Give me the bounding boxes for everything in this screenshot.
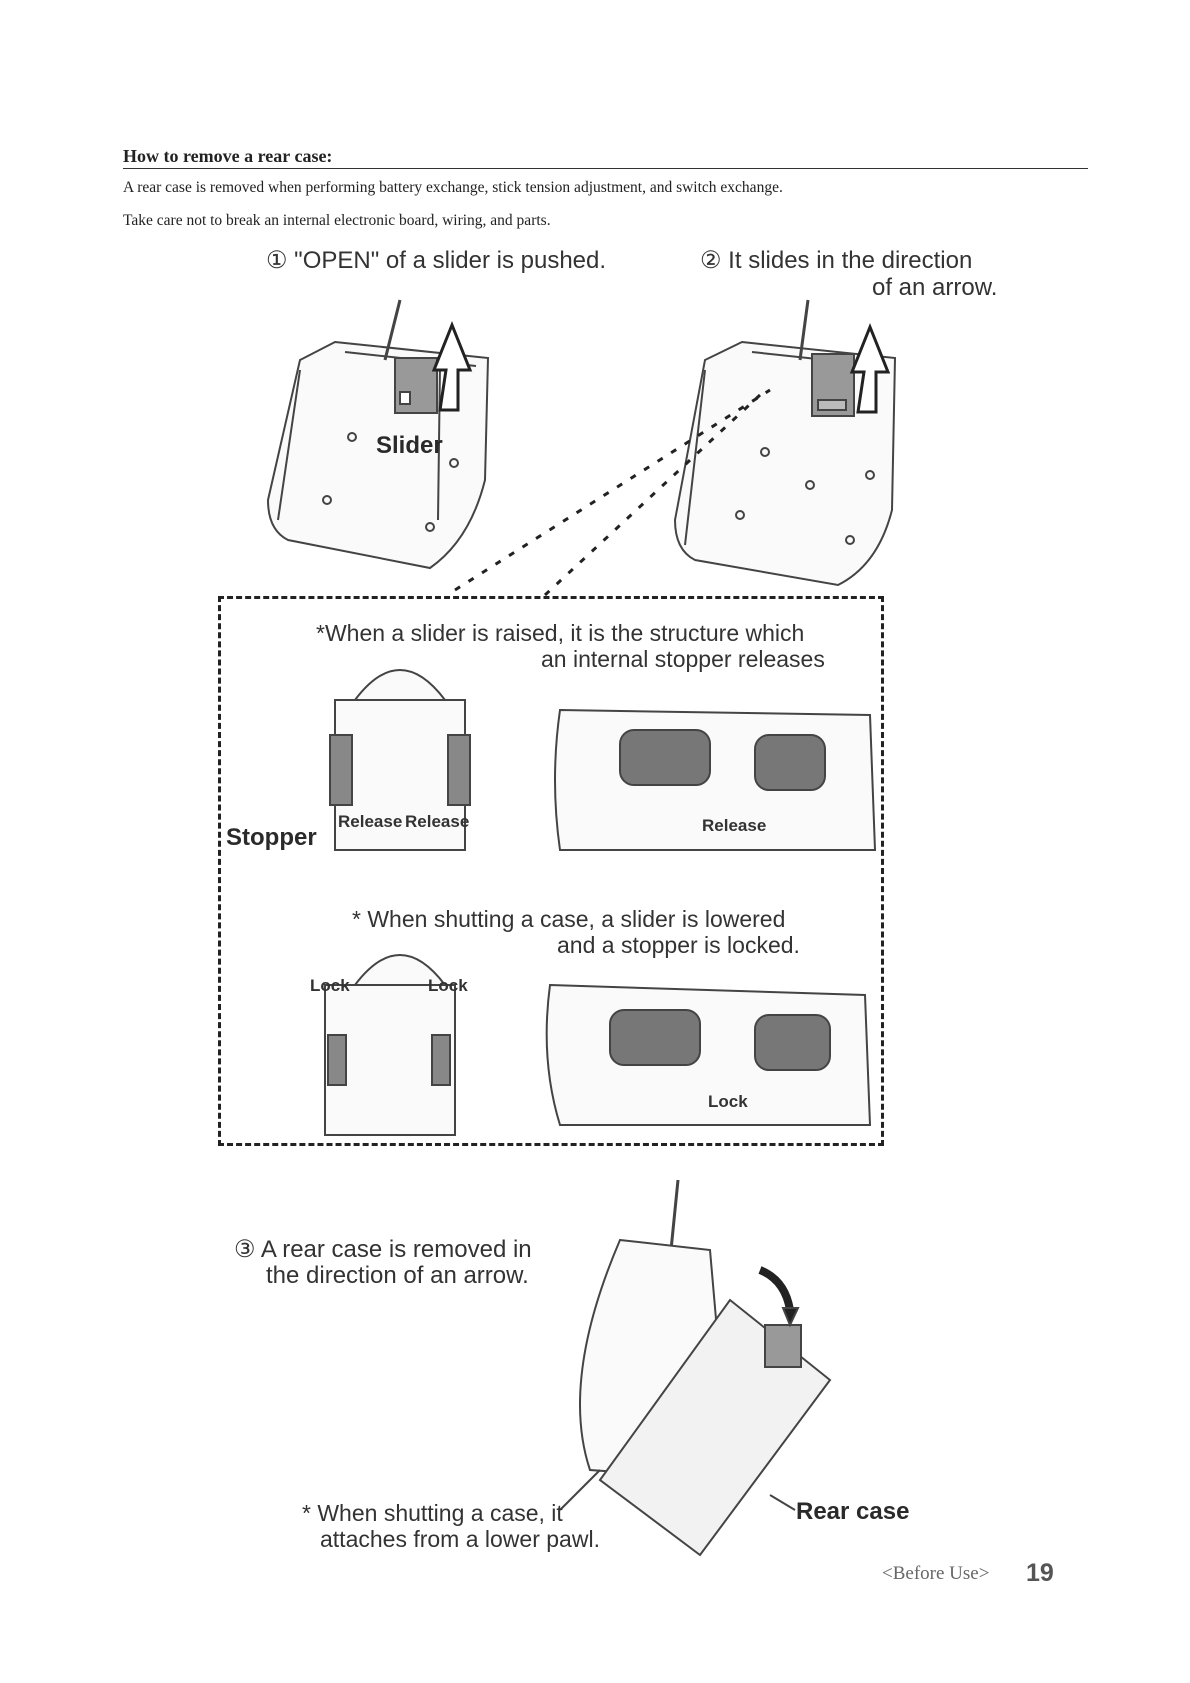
stopper-lock-front-diagram: [324, 954, 456, 1136]
step-2-caption-line-1: ② It slides in the direction: [700, 247, 973, 274]
page-number: 19: [1026, 1559, 1054, 1587]
footer-section-label: <Before Use>: [882, 1563, 990, 1584]
rear-case-removal-illustration: [559, 1179, 832, 1557]
step-2-caption-line-2: of an arrow.: [872, 274, 998, 301]
intro-text-line-1: A rear case is removed when performing b…: [123, 179, 783, 196]
zoom-indicator-lines: [454, 388, 771, 597]
transmitter-left-illustration: [266, 299, 490, 570]
stopper-release-side-diagram: [554, 708, 877, 851]
intro-text-line-2: Take care not to break an internal elect…: [123, 212, 551, 229]
slider-label: Slider: [376, 432, 443, 459]
lock-label-right: Lock: [428, 976, 468, 995]
release-label-left: Release: [338, 812, 403, 831]
pawl-note-line-2: attaches from a lower pawl.: [320, 1526, 600, 1552]
stopper-release-front-diagram: [329, 669, 471, 851]
shutting-note-line-2: and a stopper is locked.: [557, 932, 800, 958]
title-rule: [123, 168, 1088, 169]
release-label-right: Release: [405, 812, 470, 831]
shutting-note-line-1: * When shutting a case, a slider is lowe…: [352, 906, 786, 932]
pawl-note-line-1: * When shutting a case, it: [302, 1500, 563, 1526]
section-title: How to remove a rear case:: [123, 146, 333, 166]
raised-note-line-2: an internal stopper releases: [541, 646, 825, 672]
lock-label-side: Lock: [708, 1092, 748, 1111]
step-3-caption-line-2: the direction of an arrow.: [266, 1262, 529, 1289]
structure-explanation-box: [218, 596, 884, 1146]
stopper-lock-side-diagram: [545, 983, 872, 1126]
transmitter-right-illustration: [673, 299, 897, 587]
stopper-label: Stopper: [226, 824, 317, 851]
rear-case-label: Rear case: [796, 1498, 910, 1525]
raised-note-line-1: *When a slider is raised, it is the stru…: [316, 620, 805, 646]
step-3-caption-line-1: ③ A rear case is removed in: [234, 1236, 532, 1263]
step-1-caption: ① "OPEN" of a slider is pushed.: [266, 247, 607, 274]
release-label-side: Release: [702, 816, 767, 835]
lock-label-left: Lock: [310, 976, 350, 995]
